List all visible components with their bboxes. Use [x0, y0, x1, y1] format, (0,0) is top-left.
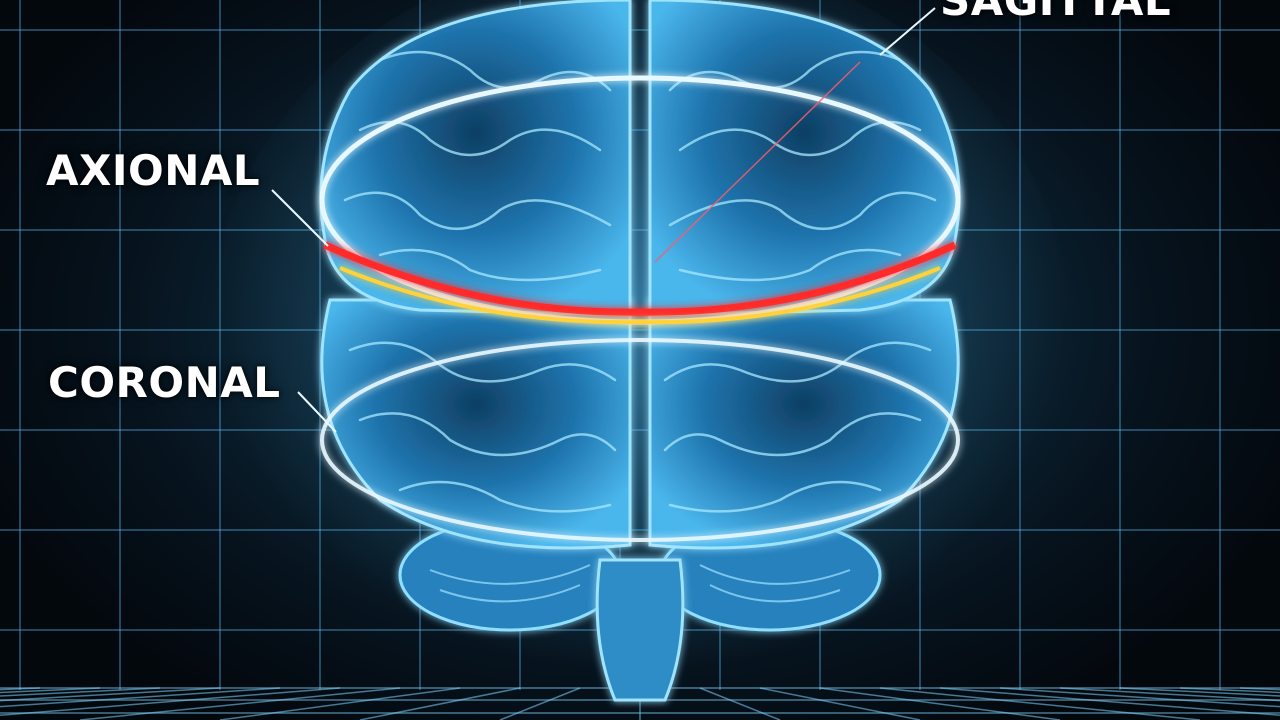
- floor-grid-line: [79, 687, 401, 720]
- lower-plane-ring: [320, 338, 960, 542]
- axional-label: AXIONAL: [46, 146, 261, 195]
- lower-brain: [320, 298, 960, 550]
- coronal-leader-line: [297, 391, 337, 433]
- floor-grid-line: [1059, 687, 1280, 702]
- coronal-label: CORONAL: [48, 358, 281, 407]
- floor-grid-line: [879, 687, 1201, 720]
- axional-leader-line: [271, 189, 329, 247]
- axial-slice-red: [323, 241, 957, 316]
- floor-grid-line: [219, 687, 461, 720]
- cerebrum: [319, 0, 961, 317]
- floor-grid-line: [0, 687, 341, 716]
- floor-grid-line: [759, 687, 921, 720]
- sagittal-label: SAGITTAL: [940, 0, 1172, 25]
- floor-grid-line: [939, 687, 1280, 716]
- floor-grid-line: [359, 687, 521, 720]
- sagittal-diagonal-line: [654, 61, 861, 263]
- floor-grid: [0, 687, 1280, 720]
- floor-grid-line: [819, 687, 1061, 720]
- floor-grid-line: [999, 687, 1280, 708]
- floor-grid-line: [0, 687, 281, 708]
- floor-grid-line: [1119, 687, 1280, 697]
- floor-grid-line: [0, 687, 161, 697]
- floor-grid-line: [0, 687, 221, 702]
- sagittal-leader-line: [879, 7, 936, 56]
- axial-slice-yellow: [339, 266, 941, 325]
